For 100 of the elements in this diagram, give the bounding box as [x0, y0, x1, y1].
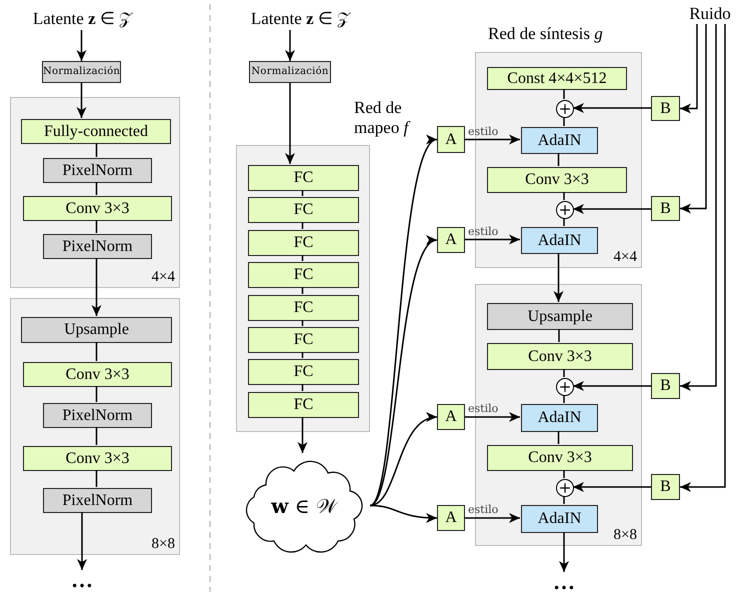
layer-box: Normalización [42, 61, 121, 83]
arrow [573, 204, 651, 214]
connector-line [563, 218, 565, 226]
layer-box: Conv 3×3 [23, 362, 172, 387]
size-label: 8×8 [152, 537, 175, 552]
arrow [465, 134, 520, 144]
size-label: 8×8 [614, 528, 637, 543]
connector-line [96, 220, 98, 233]
connector-line [558, 153, 560, 166]
layer-box: A [437, 505, 465, 531]
layer-box: Conv 3×3 [487, 343, 633, 370]
layer-box: PixelNorm [43, 158, 152, 183]
layer-box: Normalización [249, 61, 331, 83]
arrow [680, 24, 707, 214]
layer-box: B [651, 96, 680, 121]
layer-box: FC [248, 262, 359, 288]
connector-line [302, 255, 304, 261]
layer-box: PixelNorm [43, 403, 152, 428]
layer-box: Upsample [21, 317, 172, 343]
size-label: 4×4 [152, 270, 175, 285]
connector-line [558, 329, 560, 342]
arrow [298, 417, 308, 453]
layer-box: A [437, 404, 465, 430]
arrow [680, 24, 717, 391]
connector-line [96, 470, 98, 487]
layer-box: AdaIN [521, 227, 598, 254]
layer-box: Conv 3×3 [23, 446, 172, 471]
ellipsis: … [548, 572, 580, 592]
layer-box: FC [248, 392, 359, 418]
layer-box: B [651, 196, 680, 221]
connector-line [302, 222, 304, 229]
group-heading: Red de síntesis g [488, 24, 604, 44]
connector-line [96, 427, 98, 445]
arrow [554, 253, 564, 302]
connector-line [563, 395, 565, 403]
arrow [465, 234, 520, 244]
layer-box: Upsample [487, 303, 633, 330]
connector-line [563, 496, 565, 504]
arrow [285, 83, 295, 164]
layer-box: Conv 3×3 [487, 167, 627, 193]
arrow [465, 513, 520, 523]
input-label: Latente z ∈ 𝒵 [228, 6, 373, 30]
layer-box: B [651, 373, 680, 399]
connector-line [302, 352, 304, 358]
arrow [465, 412, 520, 422]
input-label: Ruido [684, 2, 736, 24]
arrow [573, 482, 651, 492]
layer-box: AdaIN [521, 505, 598, 533]
ellipsis: … [66, 570, 98, 590]
arrow [573, 381, 651, 391]
layer-box: FC [248, 359, 359, 385]
group-panel [10, 298, 180, 555]
connector-line [558, 431, 560, 444]
layer-box: PixelNorm [43, 488, 152, 513]
arrow [76, 83, 86, 118]
connector-line [302, 320, 304, 326]
layer-box: FC [248, 327, 359, 353]
arrow [285, 30, 295, 61]
arrow [370, 504, 438, 523]
layer-box: PixelNorm [43, 234, 152, 259]
layer-box: Conv 3×3 [23, 196, 172, 221]
layer-box: FC [248, 295, 359, 321]
layer-box: A [437, 126, 465, 153]
connector-line [563, 89, 565, 99]
connector-line [302, 287, 304, 294]
arrow [92, 258, 102, 316]
arrow [680, 24, 698, 114]
arrow [573, 103, 651, 113]
layer-box: Conv 3×3 [487, 445, 633, 471]
connector-line [563, 369, 565, 377]
connector-line [96, 182, 98, 195]
layer-box: AdaIN [521, 127, 598, 154]
group-heading: Red de mapeo f [354, 98, 412, 138]
arrow [77, 512, 87, 570]
arrow [680, 24, 726, 492]
connector-line [563, 192, 565, 200]
connector-line [302, 190, 304, 196]
layer-box: B [651, 474, 680, 500]
layer-box: A [437, 227, 465, 253]
connector-line [563, 470, 565, 478]
arrow [559, 532, 569, 572]
layer-box: AdaIN [521, 404, 598, 432]
connector-line [96, 143, 98, 157]
layer-box: FC [248, 197, 359, 223]
layer-box: Fully-connected [21, 119, 171, 144]
connector-line [302, 384, 304, 391]
edge-label: estilo [468, 403, 498, 414]
size-label: 4×4 [614, 250, 637, 265]
connector-line [96, 386, 98, 402]
edge-label: estilo [468, 226, 498, 236]
arrow [76, 30, 86, 61]
layer-box: Const 4×4×512 [487, 67, 627, 90]
group-panel [10, 97, 180, 288]
edge-label: estilo [468, 504, 498, 515]
latent-label: w ∈ 𝒲 [271, 492, 337, 520]
layer-box: FC [248, 165, 359, 191]
edge-label: estilo [468, 126, 498, 136]
connector-line [563, 117, 565, 126]
connector-line [96, 342, 98, 361]
layer-box: FC [248, 230, 359, 256]
